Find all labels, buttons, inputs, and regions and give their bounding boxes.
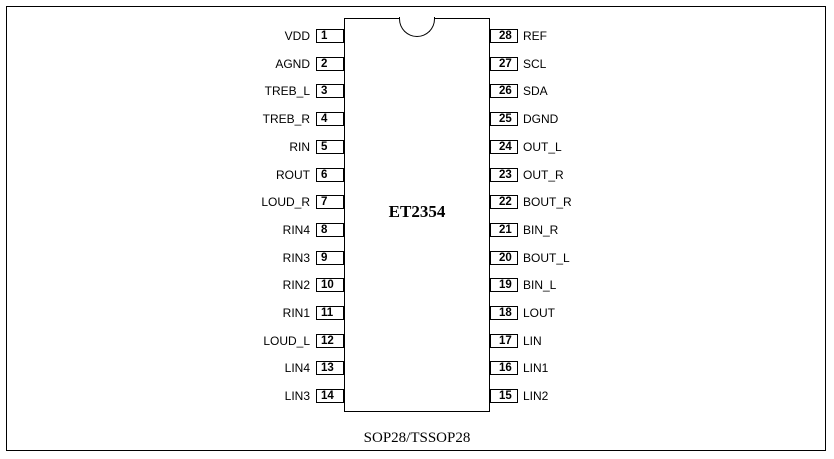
package-label: SOP28/TSSOP28 xyxy=(363,430,471,446)
pin-label-sda: SDA xyxy=(523,84,548,98)
pin-number-19: 19 xyxy=(490,278,518,292)
pin-label-rin2: RIN2 xyxy=(282,278,310,292)
pin-label-treb_r: TREB_R xyxy=(262,112,310,126)
pin-label-bout_r: BOUT_R xyxy=(523,195,572,209)
pin-label-rout: ROUT xyxy=(276,168,310,182)
pin-label-vdd: VDD xyxy=(284,29,310,43)
pin-label-treb_l: TREB_L xyxy=(264,84,310,98)
pin-number-27: 27 xyxy=(490,57,518,71)
pin-number-1: 1 xyxy=(316,29,344,43)
pin-number-26: 26 xyxy=(490,84,518,98)
pin-number-22: 22 xyxy=(490,195,518,209)
pin-number-2: 2 xyxy=(316,57,344,71)
pin-number-8: 8 xyxy=(316,223,344,237)
pin-number-28: 28 xyxy=(490,29,518,43)
pin-label-rin1: RIN1 xyxy=(282,306,310,320)
pin-number-13: 13 xyxy=(316,361,344,375)
pin-number-10: 10 xyxy=(316,278,344,292)
pin-number-14: 14 xyxy=(316,389,344,403)
pin-label-out_l: OUT_L xyxy=(523,140,562,154)
pin-number-11: 11 xyxy=(316,306,344,320)
pin-label-lout: LOUT xyxy=(523,306,556,320)
pin-number-17: 17 xyxy=(490,334,518,348)
pin-number-24: 24 xyxy=(490,140,518,154)
pin-number-7: 7 xyxy=(316,195,344,209)
pin-number-16: 16 xyxy=(490,361,518,375)
ic-body xyxy=(344,18,490,412)
pin-label-loud_l: LOUD_L xyxy=(263,334,310,348)
pin-label-dgnd: DGND xyxy=(523,112,559,126)
pin-label-ref: REF xyxy=(523,29,547,43)
pin-label-lin3: LIN3 xyxy=(284,389,310,403)
diagram-frame xyxy=(6,6,826,451)
pin-label-lin: LIN xyxy=(523,334,542,348)
pin-label-bin_r: BIN_R xyxy=(523,223,559,237)
pin-label-bin_l: BIN_L xyxy=(523,278,557,292)
pin-number-5: 5 xyxy=(316,140,344,154)
pin-number-6: 6 xyxy=(316,168,344,182)
pin-number-3: 3 xyxy=(316,84,344,98)
pin-number-9: 9 xyxy=(316,251,344,265)
pin-label-loud_r: LOUD_R xyxy=(261,195,310,209)
pin-label-scl: SCL xyxy=(523,57,547,71)
pin-number-21: 21 xyxy=(490,223,518,237)
pin-label-lin1: LIN1 xyxy=(523,361,549,375)
pin-number-25: 25 xyxy=(490,112,518,126)
pin-number-12: 12 xyxy=(316,334,344,348)
pin-number-15: 15 xyxy=(490,389,518,403)
pin-label-lin4: LIN4 xyxy=(284,361,310,375)
pin-number-4: 4 xyxy=(316,112,344,126)
pin-label-rin: RIN xyxy=(289,140,310,154)
pin-number-20: 20 xyxy=(490,251,518,265)
pin-label-lin2: LIN2 xyxy=(523,389,549,403)
pin-label-out_r: OUT_R xyxy=(523,168,564,182)
pin-label-bout_l: BOUT_L xyxy=(523,251,570,265)
pin-number-18: 18 xyxy=(490,306,518,320)
pin-label-rin3: RIN3 xyxy=(282,251,310,265)
chip-name: ET2354 xyxy=(388,202,446,221)
pin-label-rin4: RIN4 xyxy=(282,223,310,237)
pin-number-23: 23 xyxy=(490,168,518,182)
pin-label-agnd: AGND xyxy=(275,57,310,71)
